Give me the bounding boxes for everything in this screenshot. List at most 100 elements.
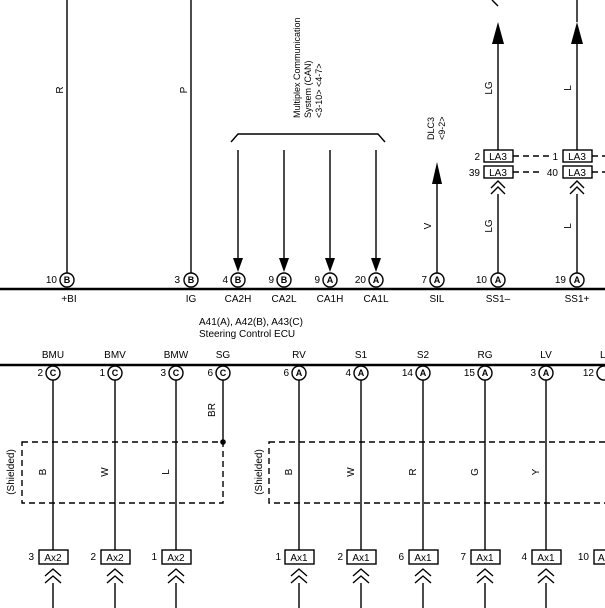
connector-letter: A [574,275,581,285]
pin-number: 9 [268,275,274,286]
ax-pin-number: 6 [398,552,404,563]
pin-number: 4 [345,368,351,379]
pin-circle [429,272,445,288]
wire-ca1h: 9 A CA1H [314,150,343,305]
arrow-down-icon [371,258,381,272]
chevron-up-icon [44,568,62,584]
pin-number: 6 [283,368,289,379]
connector-box [161,549,192,565]
terminal-label: BMW [164,350,189,361]
chevron-up-icon [490,180,506,195]
chevron-up-icon [106,568,124,584]
ax-connector-name: Ax1 [537,553,555,564]
arrow-down-icon [325,258,335,272]
ax-connector-name: Ax1 [290,553,308,564]
pin-number: 1 [99,368,105,379]
ax-pin-number: 2 [90,552,96,563]
wire-color-label: L [161,469,172,475]
ax-connector-name: Ax1 [352,553,370,564]
connector-box [408,549,439,565]
wire-lv: LV 3 A Y 4 Ax1 [521,350,562,608]
la-pin-top: 2 [474,152,480,163]
can-note-line2: System (CAN) [303,60,313,118]
pin-number: 6 [207,368,213,379]
arrow-up-icon [492,22,504,44]
pin-circle [368,272,384,288]
connector-letter: B [281,275,288,285]
pin-circle [230,272,246,288]
pin-number: 12 [583,368,595,379]
terminal-label: CA2H [225,294,252,305]
wire-color-label: R [55,86,66,93]
pin-circle [59,272,75,288]
terminal-label: SIL [429,294,444,305]
wire-color-label: W [346,467,357,477]
pin-number: 10 [476,275,488,286]
pin-number: 7 [421,275,427,286]
wire-ig: P 3 B IG [174,0,199,305]
terminal-label: S2 [417,350,430,361]
connector-letter: B [235,275,242,285]
chevron-up-icon [352,568,370,584]
wire-color-label: LG [484,219,495,233]
pin-number: 15 [464,368,476,379]
arrow-down-icon [279,258,289,272]
la-connector-name: LA3 [489,168,507,179]
wire-rg: RG 15 A G 7 Ax1 [460,350,501,608]
chevron-up-icon [569,180,585,195]
wire-color-label: W [100,467,111,477]
ax-connector-name: Ax1 [476,553,494,564]
ax-connector-name: A [598,553,605,564]
ax-pin-number: 4 [521,552,527,563]
arrow-up-icon [571,22,583,44]
connector-letter: B [64,275,71,285]
ax-pin-number: 2 [337,552,343,563]
connector-letter: A [327,275,334,285]
wire-ca2h: 4 B CA2H [222,150,251,305]
connector-letter: A [543,368,550,378]
terminal-label: L [600,350,605,361]
connector-letter: A [434,275,441,285]
wire-color-label: G [470,468,481,476]
connector-letter: C [50,368,57,378]
ax-pin-number: 10 [578,552,590,563]
pin-number: 14 [402,368,414,379]
wire-color-label: L [563,223,574,229]
wire-bmw: BMW 3 C L 1 Ax2 [151,350,192,608]
ecu-name: Steering Control ECU [199,329,295,340]
terminal-label: CA1H [317,294,344,305]
wire-color-label: V [423,222,434,229]
chevron-up-icon [414,568,432,584]
ecu-connector-label: A41(A), A42(B), A43(C) [199,317,303,328]
terminal-label: RV [292,350,306,361]
wire-ss1-minus: LG 2 LA3 39 LA3 LG 10 A SS1– [469,0,550,305]
wire-color-label: Y [531,468,542,475]
wire-color-label: B [38,468,49,475]
ax-pin-number: 3 [28,552,34,563]
connector-box [531,549,562,565]
connector-letter: A [296,368,303,378]
terminal-label: LV [540,350,552,361]
wire-l-partial: L 12 10 A [578,350,605,565]
pin-circle [183,272,199,288]
terminal-label: RG [478,350,493,361]
pin-number: 3 [530,368,536,379]
pin-number: 9 [314,275,320,286]
terminal-label: BMV [104,350,126,361]
ax-connector-name: Ax1 [414,553,432,564]
la-connector-name: LA3 [568,168,586,179]
connector-letter: B [188,275,195,285]
ax-pin-number: 1 [151,552,157,563]
chevron-up-icon [290,568,308,584]
wire-sg: SG 6 C BR [207,350,231,445]
wire-ca1l: 20 A CA1L [355,150,389,305]
wire-color-label: BR [207,403,218,417]
connector-letter: A [495,275,502,285]
wire-color-label-top: LG [484,81,495,95]
terminal-label: +BI [61,294,76,305]
can-note-line1: Multiplex Communication [292,17,302,118]
dlc-note-line2: <9-2> [437,116,447,140]
terminal-label: IG [186,294,197,305]
wire-color-label: B [284,468,295,475]
terminal-label: CA1L [363,294,388,305]
